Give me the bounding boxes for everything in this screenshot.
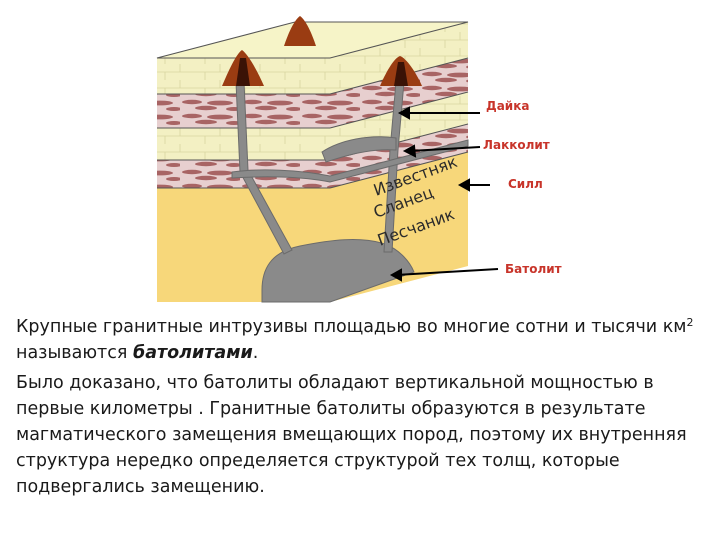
label-laccolith: Лакколит (483, 138, 550, 152)
volcano-left-vent (236, 58, 250, 86)
label-batholith: Батолит (505, 262, 562, 276)
pointer-arrows (389, 106, 499, 282)
volcano-right-vent (394, 62, 408, 86)
batholith-shape (261, 239, 415, 303)
p1-term-batholiths: батолитами (132, 343, 253, 363)
sill-shape (231, 139, 469, 183)
volcanoes (222, 16, 422, 86)
p1-superscript: 2 (686, 316, 694, 329)
label-dyke: Дайка (486, 99, 529, 113)
p1-text-b: называются (16, 343, 133, 363)
intrusions (231, 81, 469, 303)
paragraph-definition: Крупные гранитные интрузивы площадью во … (16, 314, 711, 366)
arrow-laccolith (409, 146, 481, 152)
diagram-labels: Дайка Лакколит Силл Батолит (483, 99, 562, 276)
p1-text-c: . (252, 343, 259, 363)
label-sill: Силл (508, 177, 543, 191)
paragraph-details: Было доказано, что батолиты обладают вер… (16, 373, 687, 497)
p1-text-a: Крупные гранитные интрузивы площадью во … (16, 317, 687, 337)
volcano-back-cone (284, 16, 316, 46)
arrow-batholith (395, 268, 499, 276)
laccolith-shape (321, 136, 397, 163)
geology-block-diagram: Известняк Сланец Песчаник Дайка Лакколит… (156, 16, 562, 303)
description-text: Крупные гранитные интрузивы площадью во … (16, 314, 711, 504)
